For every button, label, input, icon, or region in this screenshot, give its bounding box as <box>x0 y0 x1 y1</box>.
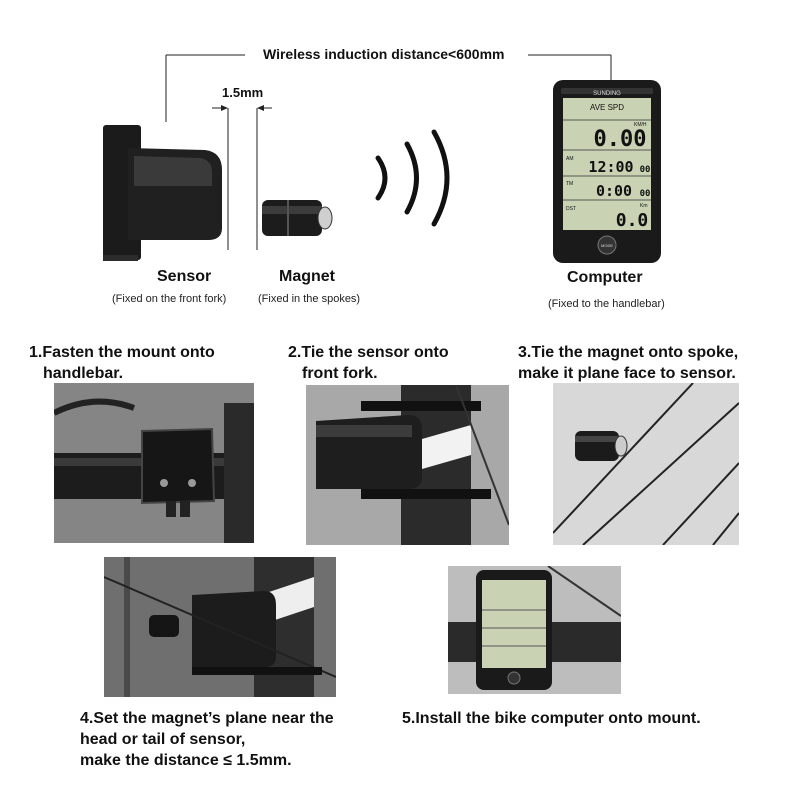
display-dst: DST <box>566 206 576 212</box>
photo-magnet-on-spoke <box>553 383 739 545</box>
gap-arrowhead-left <box>221 105 228 111</box>
computer-caption: (Fixed to the handlebar) <box>548 298 665 310</box>
step-1-line-1: 1.Fasten the mount onto <box>29 344 215 361</box>
display-mode: AVE SPD <box>590 103 624 112</box>
display-distance-unit: Km <box>640 203 648 209</box>
magnet-device <box>262 200 333 236</box>
display-clock: 12:00 <box>588 158 633 176</box>
step-3-line-2: make it plane face to sensor. <box>518 365 736 382</box>
photo-magnet-sensor-gap <box>104 557 336 697</box>
step-1-text: 1.Fasten the mount onto handlebar. <box>29 342 215 384</box>
display-brand: SUNDING <box>593 91 621 97</box>
display-timer-sec: 00 <box>640 189 651 199</box>
step-5-line-1: 5.Install the bike computer onto mount. <box>402 710 701 727</box>
top-diagram: SUNDING AVE SPD 0.00 KM/H AM 12:00 00 TM… <box>103 54 661 263</box>
display-mode-button: MODE <box>601 243 613 248</box>
photo-sensor-on-fork <box>306 385 509 545</box>
computer-label: Computer <box>567 269 643 286</box>
wireless-waves-icon <box>375 129 450 227</box>
sensor-label: Sensor <box>157 268 212 285</box>
step-1-line-2: handlebar. <box>43 365 124 382</box>
display-clock-sec: 00 <box>640 165 651 175</box>
sensor-caption: (Fixed on the front fork) <box>112 293 227 305</box>
step-4-line-1: 4.Set the magnet’s plane near the <box>80 710 334 727</box>
step-2-text: 2.Tie the sensor onto front fork. <box>288 342 449 384</box>
photo-computer-on-mount <box>448 566 621 694</box>
step-2-line-1: 2.Tie the sensor onto <box>288 344 449 361</box>
bike-computer-device <box>553 80 661 263</box>
display-speed: 0.00 <box>594 127 647 152</box>
magnet-caption: (Fixed in the spokes) <box>258 293 361 305</box>
step-3-line-1: 3.Tie the magnet onto spoke, <box>518 344 739 361</box>
sensor-device <box>103 125 222 261</box>
step-4-text: 4.Set the magnet’s plane near the head o… <box>80 708 334 771</box>
photo-mount-on-handlebar <box>54 383 254 543</box>
display-speed-unit: KM/H <box>634 122 647 128</box>
gap-distance-text: 1.5mm <box>222 85 264 100</box>
display-timer: 0:00 <box>596 182 632 200</box>
step-4-line-2: head or tail of sensor, <box>80 731 246 748</box>
display-distance: 0.0 <box>616 210 649 231</box>
step-2-line-2: front fork. <box>302 365 378 382</box>
display-tm: TM <box>566 181 573 187</box>
gap-arrowhead-right <box>257 105 264 111</box>
step-3-text: 3.Tie the magnet onto spoke, make it pla… <box>518 342 738 384</box>
display-am: AM <box>566 156 574 162</box>
step-4-line-3: make the distance ≤ 1.5mm. <box>80 752 292 769</box>
wireless-distance-text: Wireless induction distance<600mm <box>263 46 505 62</box>
magnet-label: Magnet <box>279 268 335 285</box>
step-5-text: 5.Install the bike computer onto mount. <box>402 708 701 729</box>
